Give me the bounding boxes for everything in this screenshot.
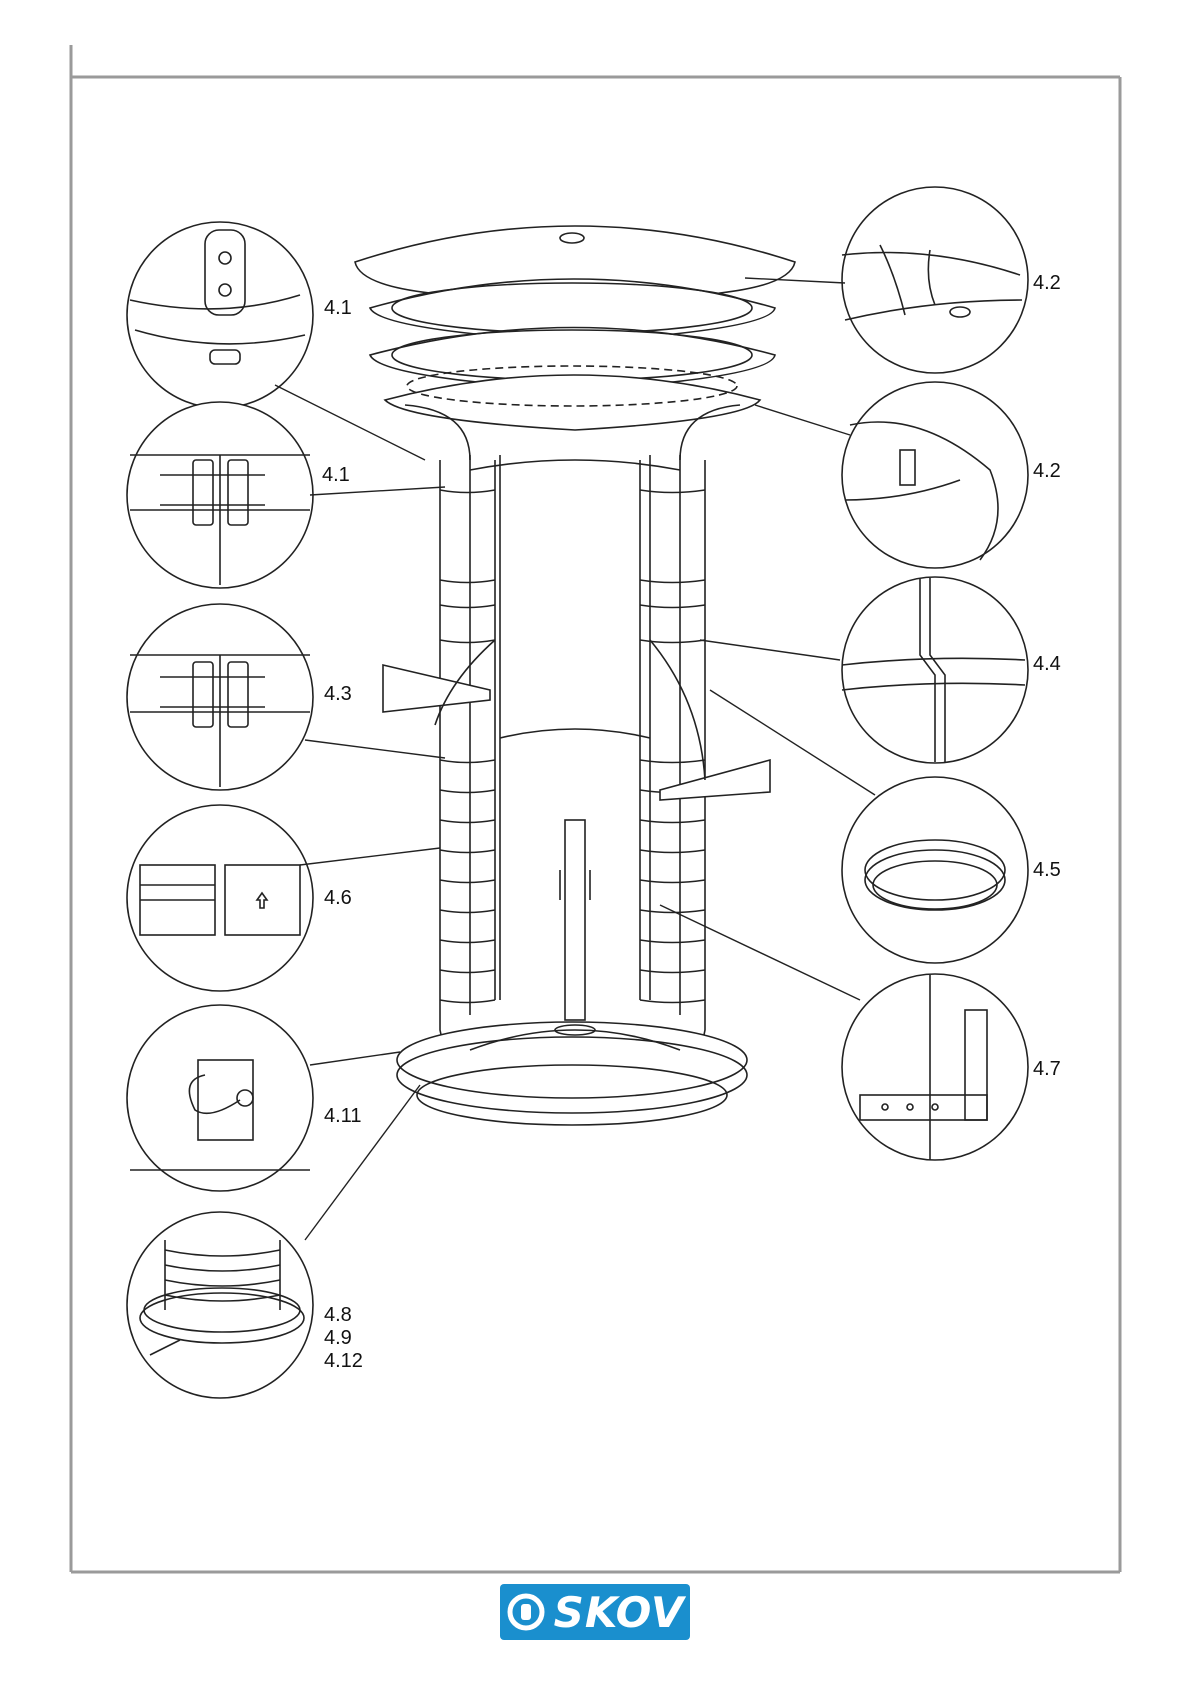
callout-4-12: 4.12 [324,1350,363,1373]
callout-4-1-bottom: 4.1 [322,464,350,487]
callout-4-7: 4.7 [1033,1058,1061,1081]
detail-4-6 [127,805,313,991]
detail-4-4 [842,577,1028,763]
callout-4-2-top: 4.2 [1033,272,1061,295]
callout-4-9: 4.9 [324,1327,352,1350]
callout-4-6: 4.6 [324,887,352,910]
callout-4-4: 4.4 [1033,653,1061,676]
detail-4-11 [127,1005,313,1191]
chimney-assembly [355,226,795,1125]
callout-4-2-bottom: 4.2 [1033,460,1061,483]
logo-text: SKOV [554,1588,685,1637]
skov-logo: SKOV [500,1584,690,1640]
detail-4-8 [127,1212,313,1398]
detail-4-1-top [127,222,313,408]
detail-4-1-bottom [127,402,313,588]
logo-mark-icon [506,1592,546,1632]
detail-4-2-top [842,187,1028,373]
callout-4-8: 4.8 [324,1304,352,1327]
callout-4-3: 4.3 [324,683,352,706]
detail-4-3 [127,604,313,790]
callout-4-11: 4.11 [324,1105,361,1128]
detail-4-5 [842,777,1028,963]
detail-4-2-bottom [842,382,1028,568]
callout-4-1-top: 4.1 [324,297,352,320]
detail-4-7 [842,974,1028,1160]
callout-4-5: 4.5 [1033,859,1061,882]
